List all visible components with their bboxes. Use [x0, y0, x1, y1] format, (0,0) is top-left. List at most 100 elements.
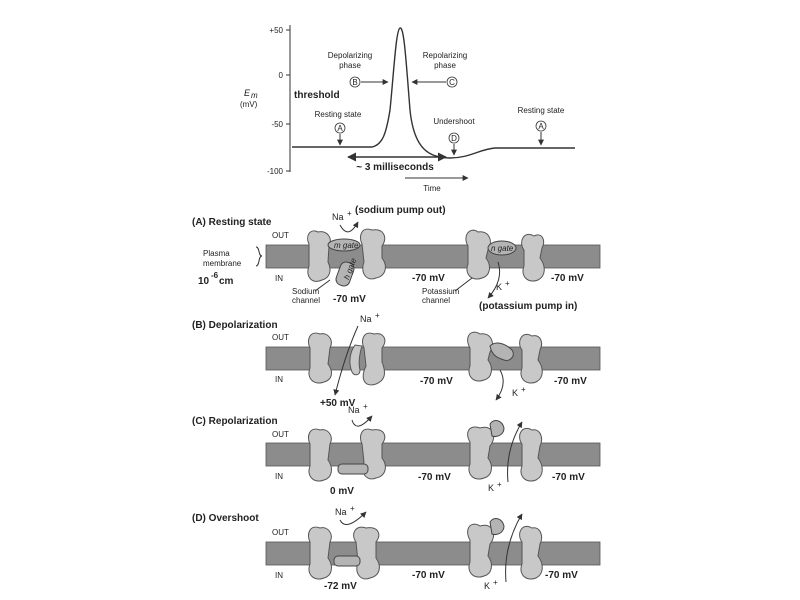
action-potential-curve: [292, 27, 575, 159]
superscript-plus: +: [505, 279, 510, 288]
na-label: Na: [332, 212, 344, 222]
thickness-unit: cm: [219, 276, 234, 287]
plasma-membrane-label: Plasma: [203, 249, 230, 258]
y-axis-label: E: [244, 88, 251, 98]
superscript-plus: +: [350, 504, 355, 513]
panel-title: (C) Repolarization: [192, 416, 278, 427]
potassium-channel: [521, 234, 545, 282]
in-label: IN: [275, 571, 283, 580]
panel-overshoot: (D) Overshoot OUT IN Na + -72 mV -70 mV …: [192, 504, 601, 592]
k-label: K: [496, 282, 502, 292]
in-label: IN: [275, 472, 283, 481]
marker-b: [349, 76, 361, 88]
sodium-channel-label: channel: [292, 296, 320, 305]
out-label: OUT: [272, 231, 289, 240]
potassium-channel: [465, 229, 491, 280]
sodium-channel: [359, 228, 386, 280]
marker-d-label: D: [451, 134, 457, 143]
plasma-membrane: [265, 442, 601, 467]
m-gate: [327, 238, 361, 252]
m-gate-label: m gate: [334, 241, 359, 250]
y-tick-label: -50: [271, 120, 283, 129]
superscript-plus: +: [493, 578, 498, 587]
marker-d: [448, 132, 460, 144]
na-label: Na: [348, 405, 360, 415]
superscript-plus: +: [521, 385, 526, 394]
repolarizing-label: phase: [434, 61, 456, 70]
superscript-plus: +: [347, 209, 352, 218]
thickness-exponent: -6: [211, 271, 219, 280]
superscript-plus: +: [363, 402, 368, 411]
y-axis-label-sub: m: [251, 91, 258, 100]
voltage-label: -70 mV: [412, 570, 445, 581]
thickness-label: 10: [198, 276, 210, 287]
marker-c: [446, 76, 458, 88]
y-tick-label: 0: [279, 71, 284, 80]
panel-resting-state: (A) Resting state OUT IN m gate h gate N…: [192, 205, 601, 312]
depolarizing-label: phase: [339, 61, 361, 70]
h-gate: [337, 463, 369, 475]
voltage-label: -70 mV: [545, 570, 578, 581]
marker-a-label: A: [337, 124, 343, 133]
sodium-pump-label: (sodium pump out): [355, 205, 446, 216]
n-gate: [489, 342, 514, 361]
sodium-channel: [361, 332, 386, 386]
na-label: Na: [360, 314, 372, 324]
voltage-label: -70 mV: [418, 472, 451, 483]
potassium-channel: [467, 331, 493, 382]
y-tick-label: -100: [267, 167, 284, 176]
n-gate: [487, 240, 517, 256]
voltage-label: +50 mV: [320, 398, 356, 409]
in-label: IN: [275, 375, 283, 384]
panel-depolarization: (B) Depolarization OUT IN Na + +50 mV -7…: [192, 311, 601, 409]
h-gate: [333, 555, 361, 567]
n-gate: [489, 420, 505, 437]
potassium-channel-label: channel: [422, 296, 450, 305]
resting-state-label: Resting state: [518, 106, 565, 115]
duration-label: ~ 3 milliseconds: [356, 162, 434, 173]
potassium-channel: [519, 526, 543, 580]
in-label: IN: [275, 274, 283, 283]
marker-c-label: C: [449, 78, 455, 87]
h-gate: [335, 261, 355, 287]
k-label: K: [484, 581, 490, 591]
depolarizing-label: Depolarizing: [328, 51, 372, 60]
marker-b-label: B: [352, 78, 357, 87]
marker-a: [334, 122, 346, 134]
panel-title: (B) Depolarization: [192, 320, 278, 331]
potassium-channel: [519, 428, 543, 482]
voltage-label: -70 mV: [554, 376, 587, 387]
voltage-label: -70 mV: [333, 294, 366, 305]
voltage-label: 0 mV: [330, 486, 354, 497]
k-label: K: [488, 483, 494, 493]
undershoot-label: Undershoot: [433, 117, 475, 126]
repolarizing-label: Repolarizing: [423, 51, 467, 60]
y-axis-unit: (mV): [240, 100, 258, 109]
n-gate: [489, 518, 505, 535]
y-tick-label: +50: [269, 26, 283, 35]
potassium-channel: [467, 523, 495, 578]
out-label: OUT: [272, 333, 289, 342]
na-label: Na: [335, 507, 347, 517]
voltage-label: -70 mV: [412, 273, 445, 284]
voltage-label: -70 mV: [552, 472, 585, 483]
potassium-channel: [519, 334, 543, 384]
panel-repolarization: (C) Repolarization OUT IN Na + 0 mV -70 …: [192, 402, 601, 497]
out-label: OUT: [272, 528, 289, 537]
sodium-channel: [307, 332, 332, 384]
plasma-membrane-label: membrane: [203, 259, 242, 268]
marker-a: [535, 120, 547, 132]
out-label: OUT: [272, 430, 289, 439]
potassium-channel-label: Potassium: [422, 287, 460, 296]
panel-title: (A) Resting state: [192, 217, 272, 228]
time-label: Time: [423, 184, 441, 193]
action-potential-graph: +50 0 -50 -100 E m (mV) threshold Depola…: [240, 25, 575, 193]
n-gate-label: n gate: [491, 244, 514, 253]
sodium-channel: [353, 526, 380, 580]
k-label: K: [512, 388, 518, 398]
superscript-plus: +: [497, 480, 502, 489]
voltage-label: -70 mV: [551, 273, 584, 284]
sodium-channel: [307, 428, 332, 482]
resting-state-label: Resting state: [315, 110, 362, 119]
